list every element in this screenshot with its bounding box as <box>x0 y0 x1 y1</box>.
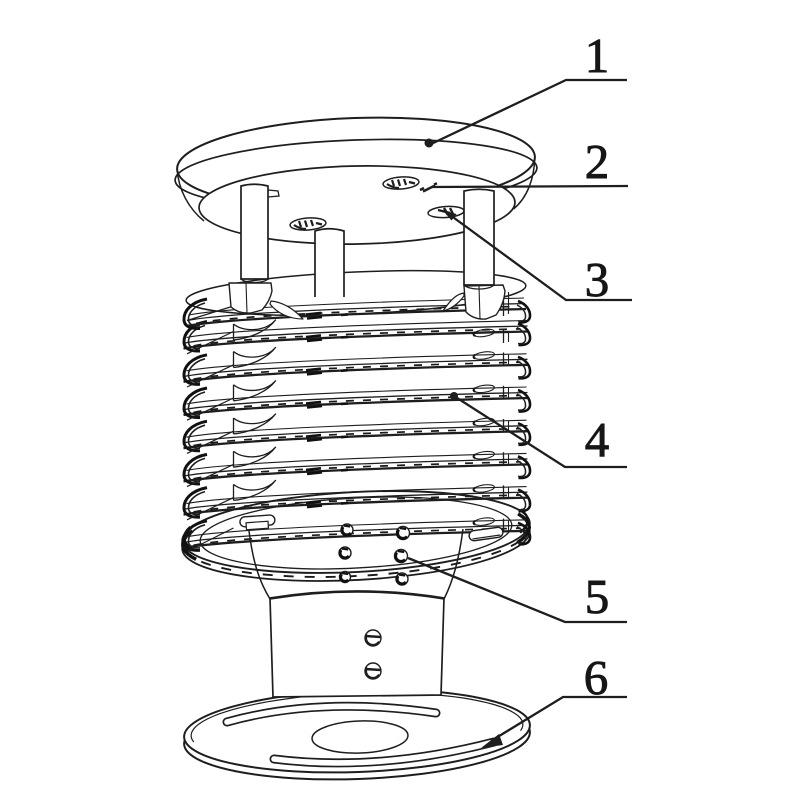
svg-text:5: 5 <box>585 569 610 624</box>
svg-text:6: 6 <box>584 650 609 705</box>
svg-text:1: 1 <box>585 28 610 83</box>
svg-text:3: 3 <box>585 252 610 307</box>
svg-text:2: 2 <box>585 134 610 189</box>
svg-text:4: 4 <box>585 412 610 467</box>
